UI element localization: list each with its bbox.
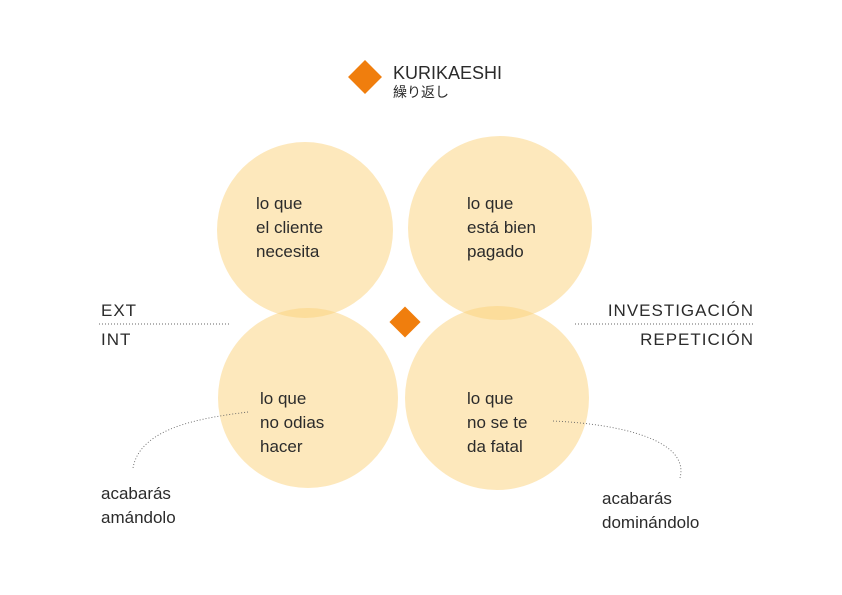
left-note: acabarás amándolo: [101, 484, 176, 527]
title: KURIKAESHI: [393, 63, 502, 83]
circle-bottom-left-line-2: no odias: [260, 413, 324, 432]
circle-top-right-label: lo que está bien pagado: [467, 194, 536, 261]
circle-bottom-left-label: lo que no odias hacer: [260, 389, 324, 456]
circle-bottom-left-line-3: hacer: [260, 437, 303, 456]
circle-bottom-left: [218, 308, 398, 488]
circle-top-right-line-3: pagado: [467, 242, 524, 261]
venn-circles: [217, 136, 592, 490]
orange-diamond-icon: [348, 60, 382, 94]
circle-top-left-line-1: lo que: [256, 194, 302, 213]
circle-top-right-line-1: lo que: [467, 194, 513, 213]
circle-top-right: [408, 136, 592, 320]
right-note-line-2: dominándolo: [602, 513, 699, 532]
left-note-line-1: acabarás: [101, 484, 171, 503]
circle-top-left: [217, 142, 393, 318]
center-diamond-icon: [389, 306, 421, 338]
circle-bottom-right-line-3: da fatal: [467, 437, 523, 456]
header: KURIKAESHI 繰り返し: [348, 60, 502, 101]
axis-right-top: INVESTIGACIÓN: [608, 301, 754, 320]
circle-top-right-line-2: está bien: [467, 218, 536, 237]
circle-top-left-label: lo que el cliente necesita: [256, 194, 323, 261]
circle-bottom-right-line-1: lo que: [467, 389, 513, 408]
axis-left-bottom: INT: [101, 330, 131, 349]
right-note-line-1: acabarás: [602, 489, 672, 508]
left-note-line-2: amándolo: [101, 508, 176, 527]
right-note-connector: [552, 420, 682, 479]
axis-right-bottom: REPETICIÓN: [640, 330, 754, 349]
subtitle: 繰り返し: [393, 85, 449, 101]
circle-bottom-right-line-2: no se te: [467, 413, 528, 432]
circle-bottom-left-line-1: lo que: [260, 389, 306, 408]
right-note: acabarás dominándolo: [602, 489, 699, 532]
circle-top-left-line-2: el cliente: [256, 218, 323, 237]
circle-bottom-right-label: lo que no se te da fatal: [467, 389, 528, 456]
circle-bottom-right: [405, 306, 589, 490]
circle-top-left-line-3: necesita: [256, 242, 320, 261]
axis-left-top: EXT: [101, 301, 137, 320]
